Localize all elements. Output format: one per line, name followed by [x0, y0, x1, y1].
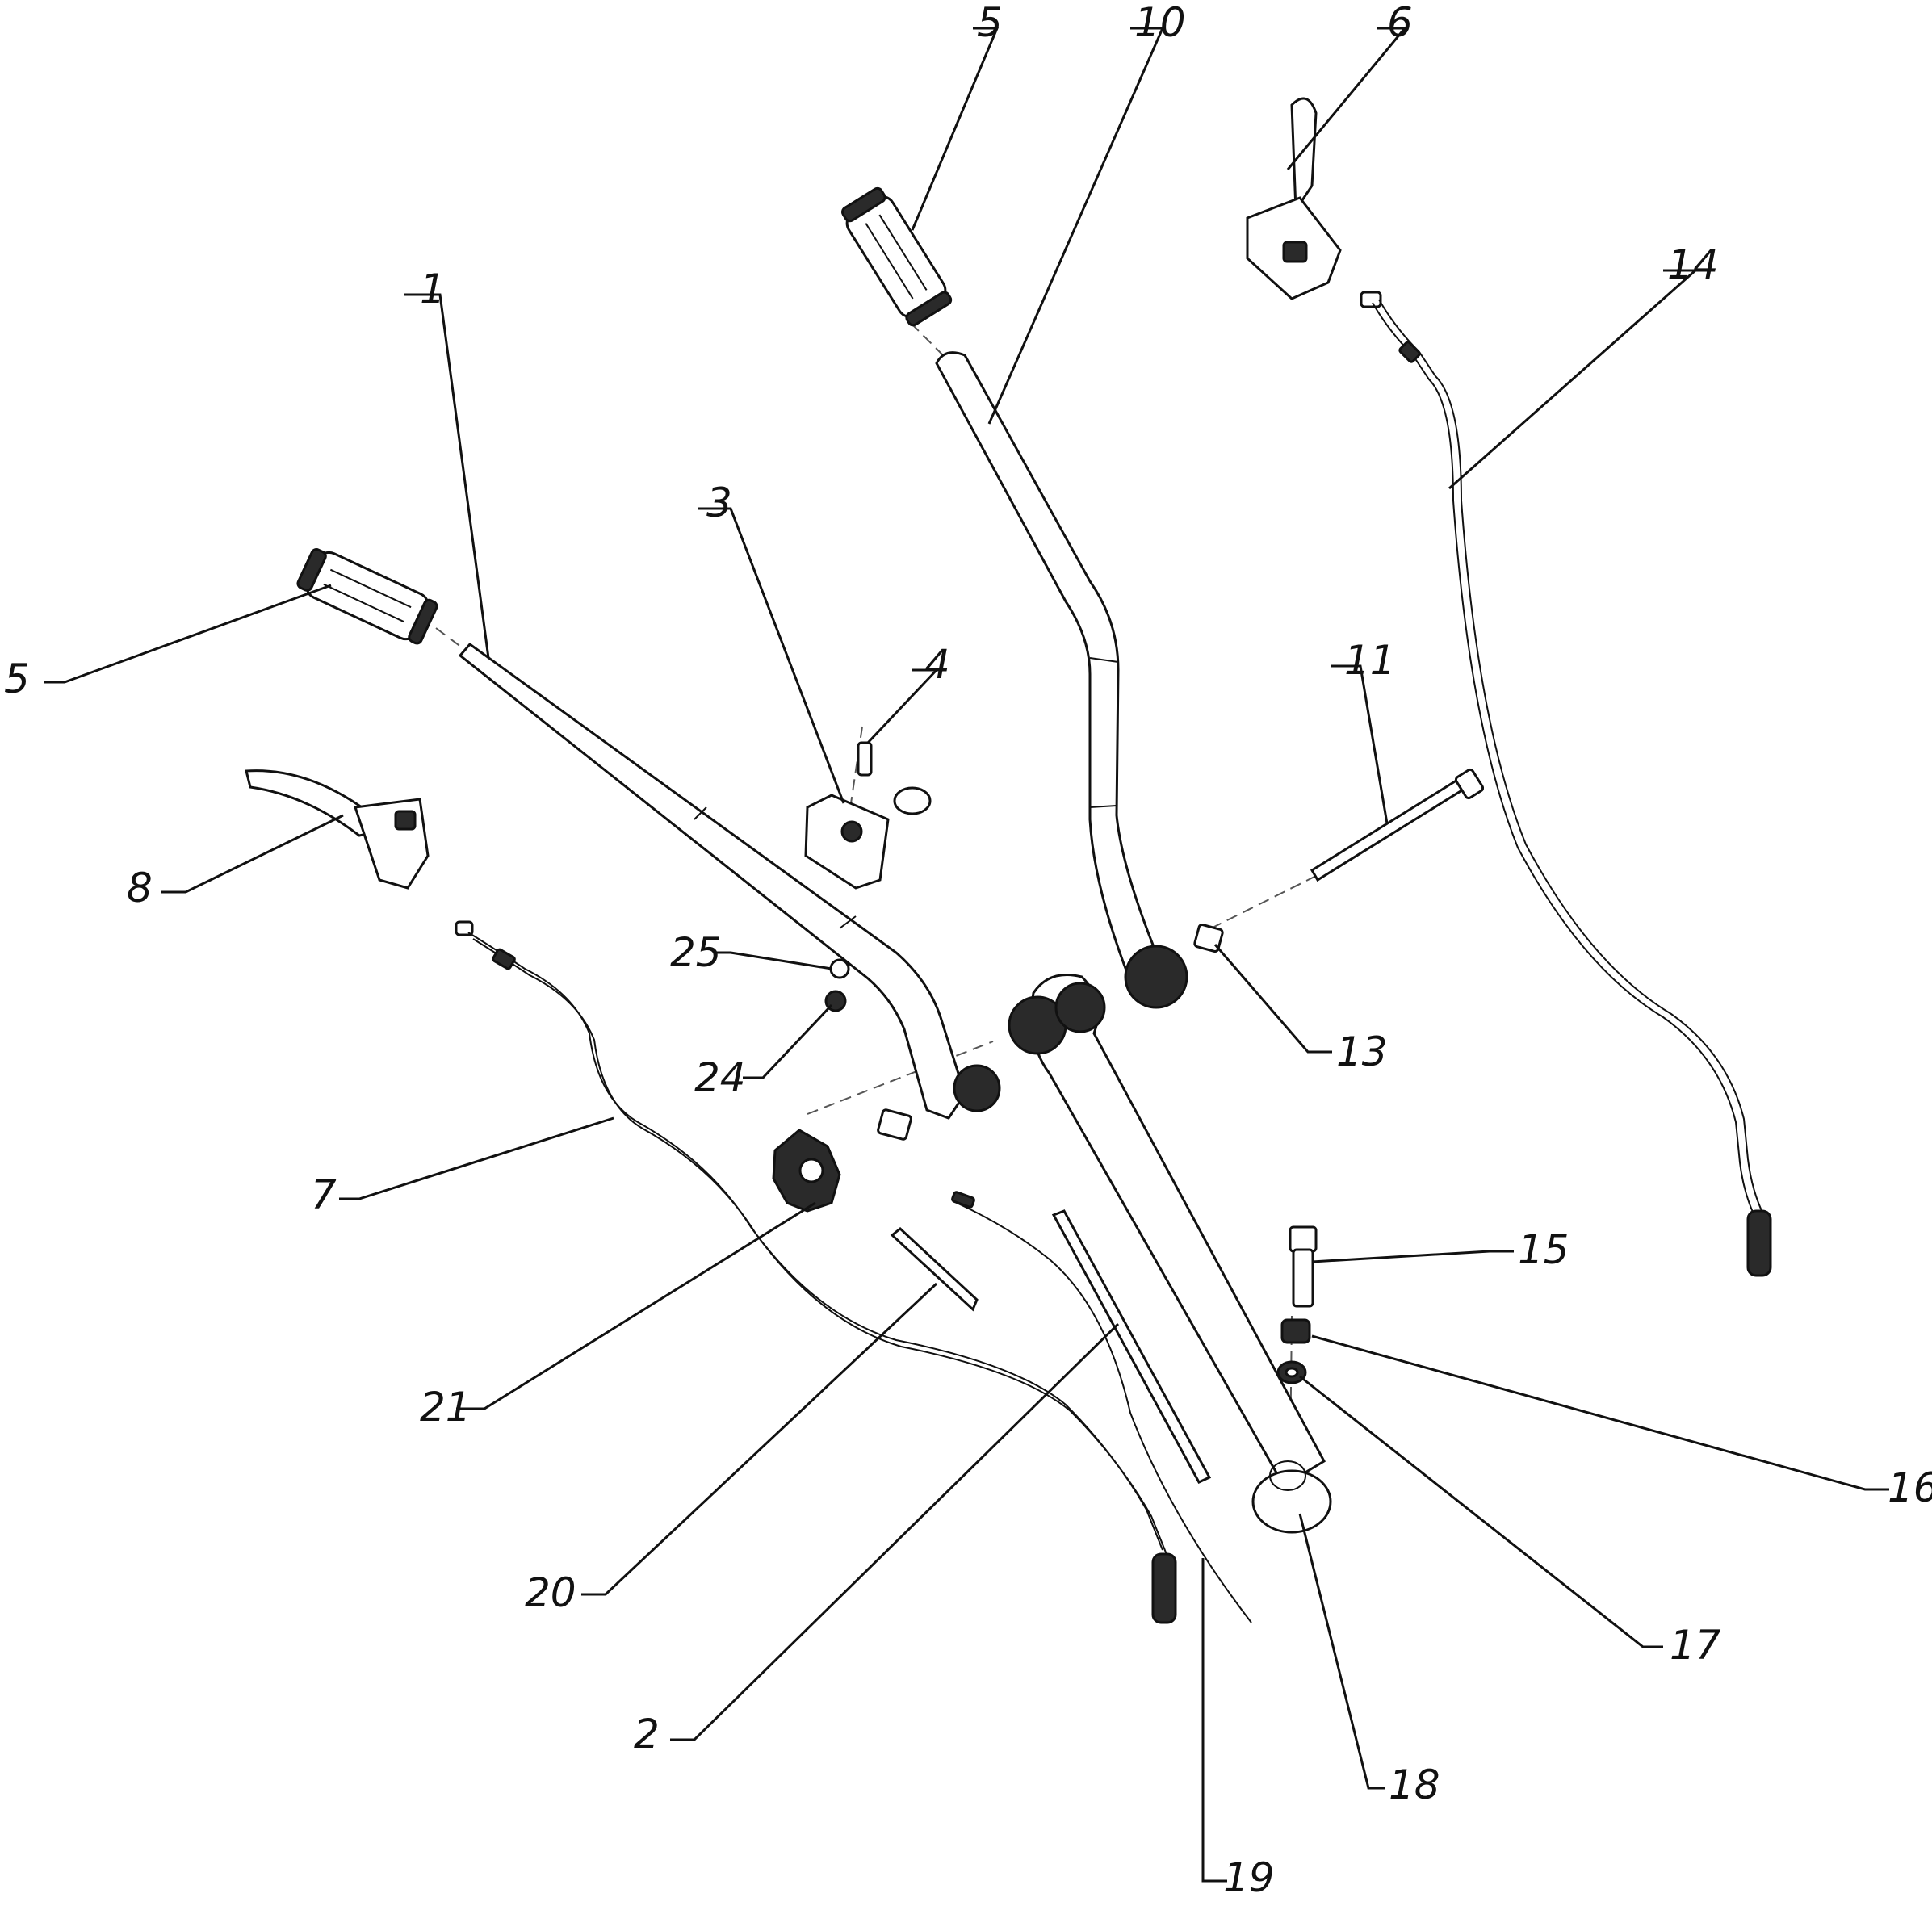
callout-4: 4	[924, 641, 950, 688]
handlebar-tube-left	[458, 642, 1001, 1120]
callout-2: 2	[634, 1711, 660, 1757]
callout-1: 1	[420, 266, 446, 312]
callout-16: 16	[1888, 1464, 1932, 1511]
callout-13: 13	[1336, 1028, 1388, 1075]
screw-4	[857, 741, 873, 777]
callout-10: 10	[1134, 0, 1186, 46]
lower-frame-tube	[1008, 974, 1332, 1534]
handlebar-tube-right	[935, 351, 1188, 1009]
clip-20	[890, 1227, 979, 1312]
callout-6: 6	[1387, 0, 1413, 46]
callout-labels: 1 2 3 4 5 5 6 7 8 10 11 13 14 15 16 17 1…	[4, 0, 1932, 1901]
callout-5-left: 5	[4, 656, 30, 702]
lever-8	[245, 769, 430, 890]
star-knob-21	[772, 1129, 841, 1213]
callout-11: 11	[1344, 637, 1396, 684]
callout-15: 15	[1518, 1226, 1569, 1273]
callout-17: 17	[1670, 1622, 1721, 1669]
control-bracket	[804, 786, 932, 890]
square-nut-left	[877, 1108, 912, 1141]
washer-17	[1276, 1360, 1307, 1384]
lever-6	[1246, 97, 1342, 300]
callout-25: 25	[670, 929, 722, 976]
washer-25	[829, 958, 850, 979]
callout-8: 8	[127, 865, 153, 911]
callout-7: 7	[311, 1171, 337, 1218]
callout-3: 3	[706, 480, 732, 526]
bolt-15	[1289, 1225, 1318, 1308]
wire-19	[951, 1191, 1252, 1623]
callout-21: 21	[420, 1384, 471, 1431]
callout-24: 24	[694, 1054, 746, 1101]
cable-7	[455, 920, 1177, 1624]
grip-top	[840, 186, 953, 327]
leader-lines	[44, 27, 1889, 1883]
bolt-11	[1310, 768, 1485, 882]
nut-16	[1280, 1318, 1311, 1344]
callout-14: 14	[1667, 241, 1719, 288]
grip-left	[296, 547, 438, 645]
callout-18: 18	[1389, 1761, 1440, 1808]
rod-2	[1051, 1209, 1212, 1484]
callout-5-top: 5	[977, 0, 1003, 46]
callout-20: 20	[525, 1569, 576, 1616]
cable-14	[1360, 291, 1772, 1277]
callout-19: 19	[1223, 1854, 1275, 1901]
